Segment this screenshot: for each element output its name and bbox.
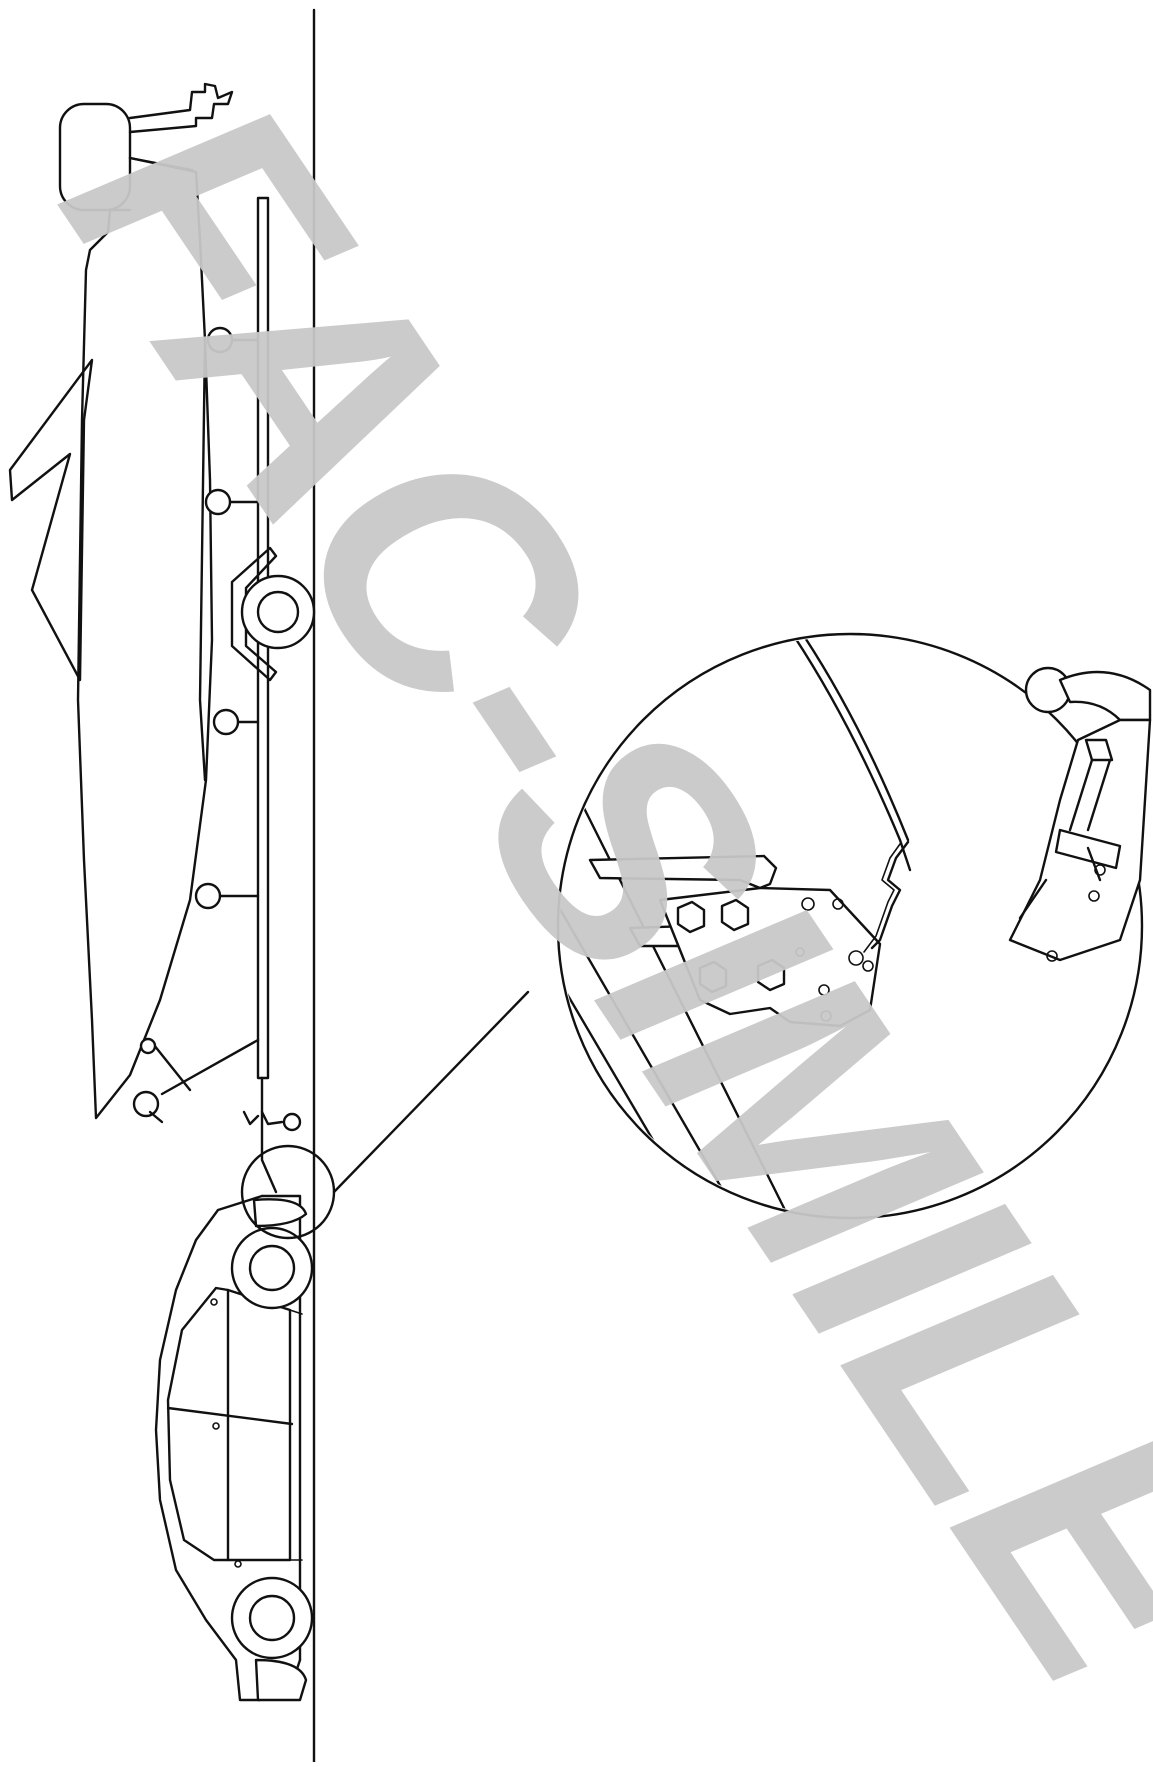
boat <box>8 82 234 1120</box>
tow-bar-detail <box>560 636 912 1216</box>
boat-trailer <box>132 196 316 1194</box>
car <box>154 1194 314 1702</box>
tow-ball-part <box>1008 666 1152 962</box>
